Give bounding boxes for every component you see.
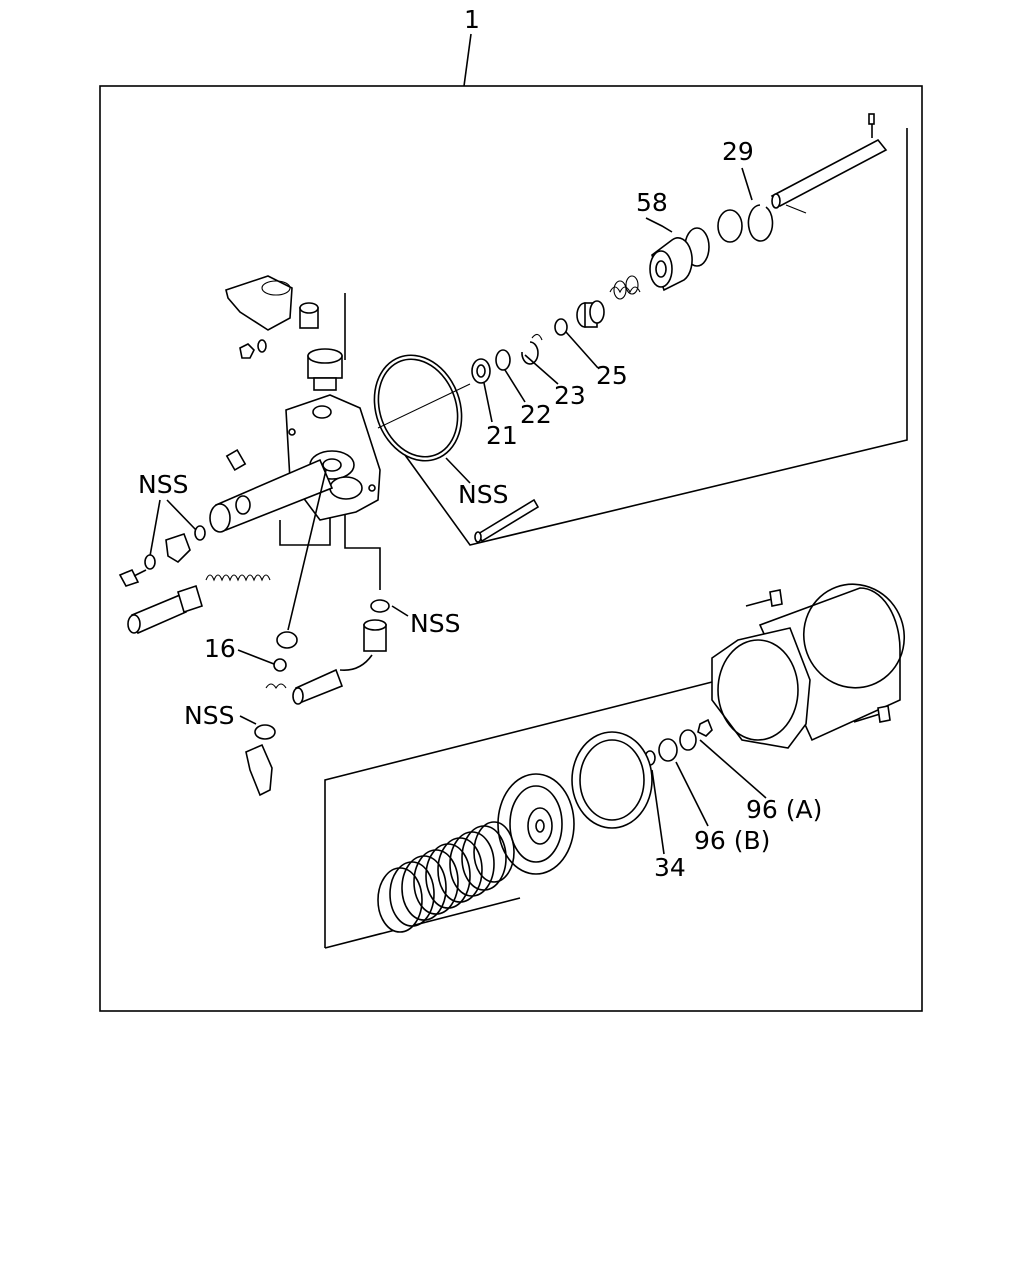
assembly-boundary-upper [279,128,908,590]
callout-25: 25 [596,361,628,390]
callout-nss-mid: NSS [410,609,460,638]
spring [205,574,271,582]
callout-1: 1 [464,5,480,34]
callout-1-leader [463,33,472,87]
callout-nss-o-ring: NSS [458,480,508,509]
flange-gasket [711,627,811,749]
seal [276,631,298,649]
callout-96b: 96 (B) [694,826,770,855]
diaphragm [571,731,653,829]
washer [717,209,743,243]
push-rod [127,584,203,635]
bushing-58 [649,237,693,292]
spring-small [265,683,287,690]
hose-fitting [292,619,387,705]
clip [165,532,191,564]
callout-96a: 96 (A) [746,795,822,824]
piston-rod [770,113,888,214]
large-o-ring [373,354,471,462]
pin [474,498,540,543]
bushing [299,302,319,329]
washer-25 [554,318,568,336]
callout-58: 58 [636,188,668,217]
bolt [118,568,147,587]
callout-29: 29 [722,137,754,166]
bleeder [225,448,247,472]
washer [144,554,156,570]
washer-96a [679,729,697,751]
bolt [853,705,891,723]
callout-21: 21 [486,421,518,450]
callout-22: 22 [520,400,552,429]
washer-22 [495,349,511,371]
callout-16: 16 [204,634,236,663]
callout-nss-bottom: NSS [184,701,234,730]
small-spring [609,275,641,300]
bolt [745,589,783,607]
washer [194,525,206,541]
callout-34: 34 [654,853,686,882]
callout-23: 23 [554,381,586,410]
snap-ring-29 [747,204,774,242]
return-spring [377,821,515,933]
washer [370,599,390,613]
snap-ring-23 [521,341,539,365]
o-ring [254,724,276,740]
spool [576,300,605,328]
left-cylinder [209,458,334,533]
nut [697,718,713,737]
callout-nss-left: NSS [138,470,188,499]
piston-plate [497,773,575,875]
cap [307,348,343,391]
assembly-boundary-lower [324,679,721,948]
part-16 [273,658,287,672]
elbow-fitting [245,743,273,797]
washer-96b [658,738,678,762]
bracket [225,275,293,331]
diagram-frame [99,85,923,1012]
nut-washer [239,339,267,359]
